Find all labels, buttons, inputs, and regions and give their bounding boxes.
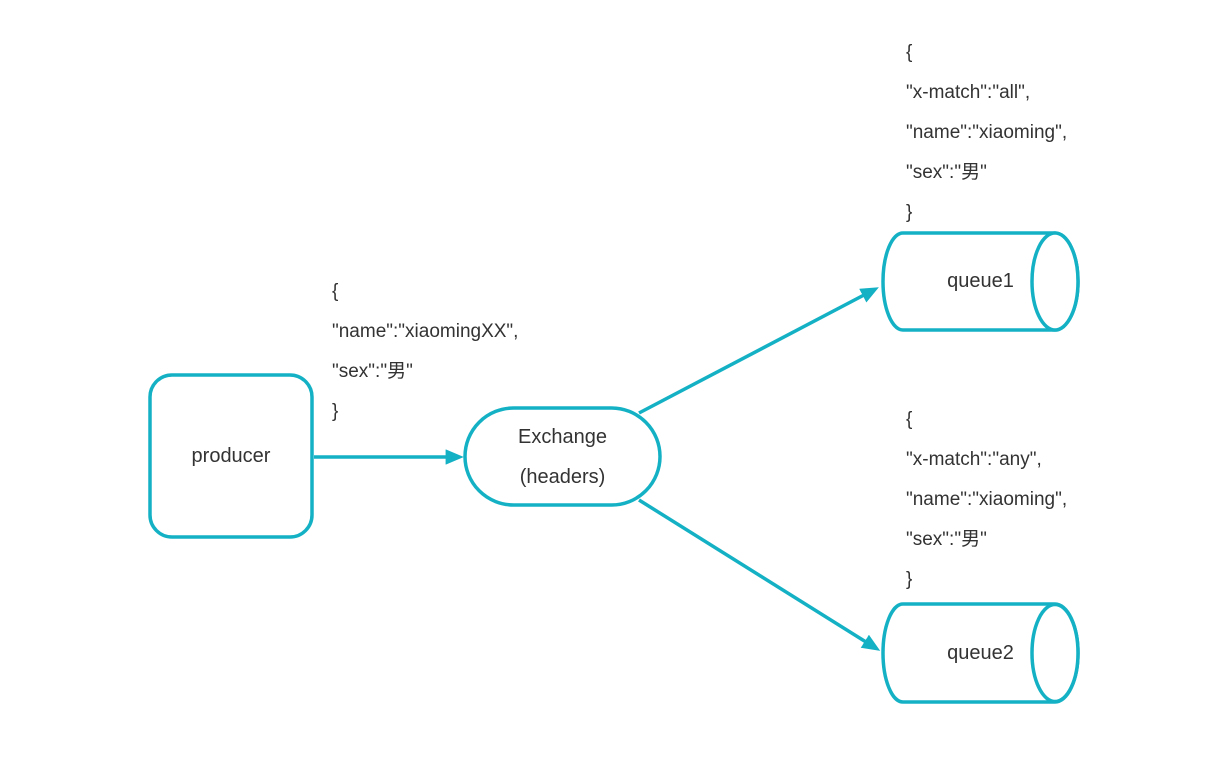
queue1-node	[881, 231, 1080, 332]
annotation-line: "sex":"男"	[906, 529, 987, 550]
exchange-node	[463, 406, 662, 507]
message-json-annotation: { "name":"xiaomingXX", "sex":"男" }	[332, 272, 518, 432]
queue2-node	[881, 602, 1080, 704]
queue1-binding-annotation: { "x-match":"all", "name":"xiaoming", "s…	[906, 33, 1067, 233]
annotation-line: "name":"xiaoming",	[906, 489, 1068, 510]
producer-node	[148, 373, 314, 539]
annotation-line: "sex":"男"	[332, 361, 413, 382]
edge-exchange-to-queue1	[638, 287, 879, 415]
annotation-line: "name":"xiaomingXX",	[332, 321, 519, 342]
annotation-line: "name":"xiaoming",	[906, 122, 1068, 143]
annotation-line: }	[906, 202, 913, 223]
queue1-endcap	[1030, 231, 1080, 332]
annotation-line: {	[332, 281, 339, 302]
queue2-endcap	[1030, 602, 1080, 704]
annotation-line: {	[906, 42, 913, 63]
annotation-line: {	[906, 409, 913, 430]
edge-exchange-to-queue2	[638, 498, 881, 651]
queue2-binding-annotation: { "x-match":"any", "name":"xiaoming", "s…	[906, 400, 1067, 600]
annotation-line: "sex":"男"	[906, 162, 987, 183]
annotation-line: "x-match":"all",	[906, 82, 1031, 103]
annotation-line: "x-match":"any",	[906, 449, 1042, 470]
annotation-line: }	[906, 569, 913, 590]
annotation-line: }	[332, 401, 339, 422]
